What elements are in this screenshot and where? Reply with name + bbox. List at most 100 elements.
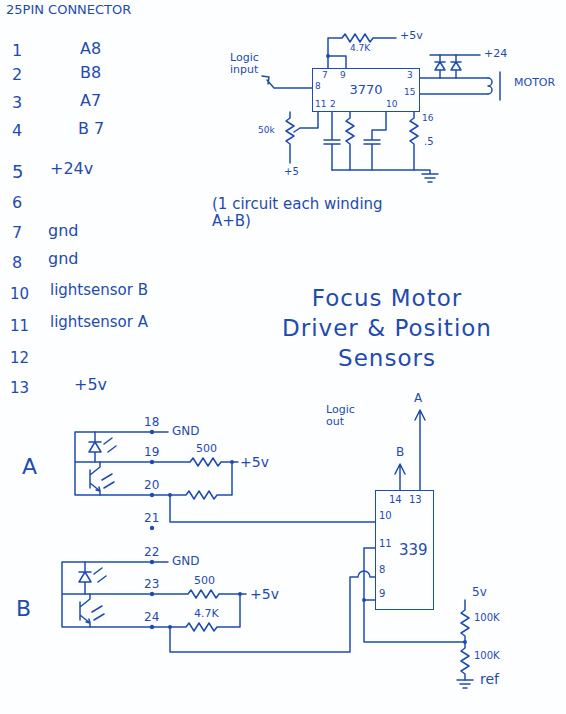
- text-label: 4.7K: [350, 44, 370, 54]
- text-label: gnd: [48, 222, 78, 240]
- text-label: 8: [379, 564, 385, 575]
- text-label: ref: [480, 672, 499, 687]
- wire-stroke: [150, 625, 154, 629]
- text-label: 6: [12, 194, 22, 212]
- wire-stroke: [294, 112, 318, 132]
- wire-stroke: [364, 548, 465, 642]
- wire-stroke: [230, 460, 234, 464]
- text-label: 10: [379, 510, 392, 521]
- wire-stroke: [461, 600, 469, 680]
- text-label: 13: [10, 380, 29, 397]
- text-label: 11: [315, 100, 326, 110]
- wire-stroke: [75, 432, 168, 495]
- text-label: 20: [144, 479, 159, 492]
- text-label: 14: [389, 494, 402, 505]
- wire-stroke: [150, 592, 154, 596]
- wire-stroke: [150, 493, 154, 497]
- text-label: 500: [196, 443, 217, 455]
- wire-stroke: [62, 562, 168, 627]
- wire-stroke: [170, 495, 375, 522]
- wire-stroke: [410, 112, 418, 170]
- wire-stroke: [94, 568, 106, 582]
- text-label: 4: [12, 122, 22, 140]
- wire-stroke: [89, 432, 101, 462]
- text-label: +5v: [400, 30, 423, 42]
- wire-stroke: [362, 598, 366, 602]
- wire-stroke: [499, 72, 501, 100]
- text-label: lightsensor B: [50, 282, 148, 299]
- wire-stroke: [150, 560, 154, 564]
- text-label: 22: [144, 546, 159, 559]
- text-label: 500: [194, 575, 215, 587]
- text-label: 13: [409, 494, 422, 505]
- text-label: 23: [144, 578, 159, 591]
- text-label: 9: [340, 71, 346, 81]
- text-label: B8: [80, 64, 101, 82]
- text-label: 8: [12, 254, 22, 272]
- text-label: 3: [12, 94, 22, 112]
- wire-stroke: [420, 78, 488, 94]
- wire-stroke: [328, 56, 346, 68]
- wire-stroke: [150, 430, 154, 434]
- wire-stroke: [346, 112, 354, 170]
- text-label: 11: [379, 538, 392, 549]
- wire-stroke: [267, 80, 312, 88]
- text-label: 5v: [472, 586, 487, 599]
- text-label: +5v: [250, 587, 279, 602]
- text-label: .5: [424, 136, 434, 147]
- text-label: B: [396, 446, 404, 459]
- text-label: Logic out: [326, 404, 374, 428]
- wire-stroke: [152, 590, 246, 598]
- text-label: +24: [484, 48, 507, 60]
- wire-stroke: [395, 464, 405, 490]
- text-label: lightsensor A: [50, 314, 148, 331]
- wire-stroke: [326, 54, 330, 58]
- wire-stroke: [170, 571, 375, 652]
- text-label: GND: [172, 425, 200, 438]
- wire-stroke: [152, 462, 232, 499]
- text-label: 24: [144, 611, 159, 624]
- text-label: 1: [12, 42, 22, 60]
- text-label: B 7: [78, 120, 104, 138]
- wire-stroke: [415, 410, 425, 490]
- text-label: 8: [315, 82, 321, 92]
- text-label: 5: [12, 162, 23, 182]
- text-label: B: [16, 597, 31, 621]
- text-label: A8: [80, 40, 101, 58]
- text-label: 12: [10, 350, 29, 367]
- text-label: 3: [407, 71, 413, 81]
- text-label: MOTOR: [514, 77, 555, 89]
- text-label: Logic input: [230, 52, 270, 76]
- wire-stroke: [286, 112, 294, 163]
- text-label: (1 circuit each winding A+B): [212, 196, 392, 229]
- wire-stroke: [90, 462, 100, 495]
- wire-stroke: [435, 62, 461, 70]
- wire-stroke: [457, 680, 473, 688]
- text-label: 10: [10, 286, 29, 303]
- text-label: +24v: [50, 160, 93, 178]
- wire-stroke: [152, 458, 238, 466]
- wire-stroke: [488, 78, 492, 94]
- wire-stroke: [152, 594, 240, 631]
- text-label: GND: [172, 555, 200, 568]
- wire-stroke: [364, 112, 386, 170]
- text-label: A: [414, 392, 422, 405]
- wire-stroke: [262, 76, 269, 84]
- text-label: 100K: [474, 612, 500, 623]
- diagram-title: Focus Motor Driver & Position Sensors: [282, 284, 492, 374]
- text-label: 50k: [258, 126, 275, 136]
- text-label: 21: [144, 512, 159, 525]
- ic-3770-box: 3770: [312, 68, 420, 112]
- wire-stroke: [168, 625, 172, 629]
- text-label: 19: [144, 446, 159, 459]
- text-label: 100K: [474, 650, 500, 661]
- text-label: 9: [379, 588, 385, 599]
- text-label: +5v: [74, 376, 107, 394]
- text-label: A: [22, 455, 37, 479]
- text-label: 11: [10, 318, 29, 335]
- text-label: 25PIN CONNECTOR: [6, 3, 131, 17]
- wire-stroke: [102, 474, 114, 488]
- wire-stroke: [324, 112, 340, 170]
- wire-stroke: [430, 54, 480, 56]
- text-label: 7: [322, 71, 328, 81]
